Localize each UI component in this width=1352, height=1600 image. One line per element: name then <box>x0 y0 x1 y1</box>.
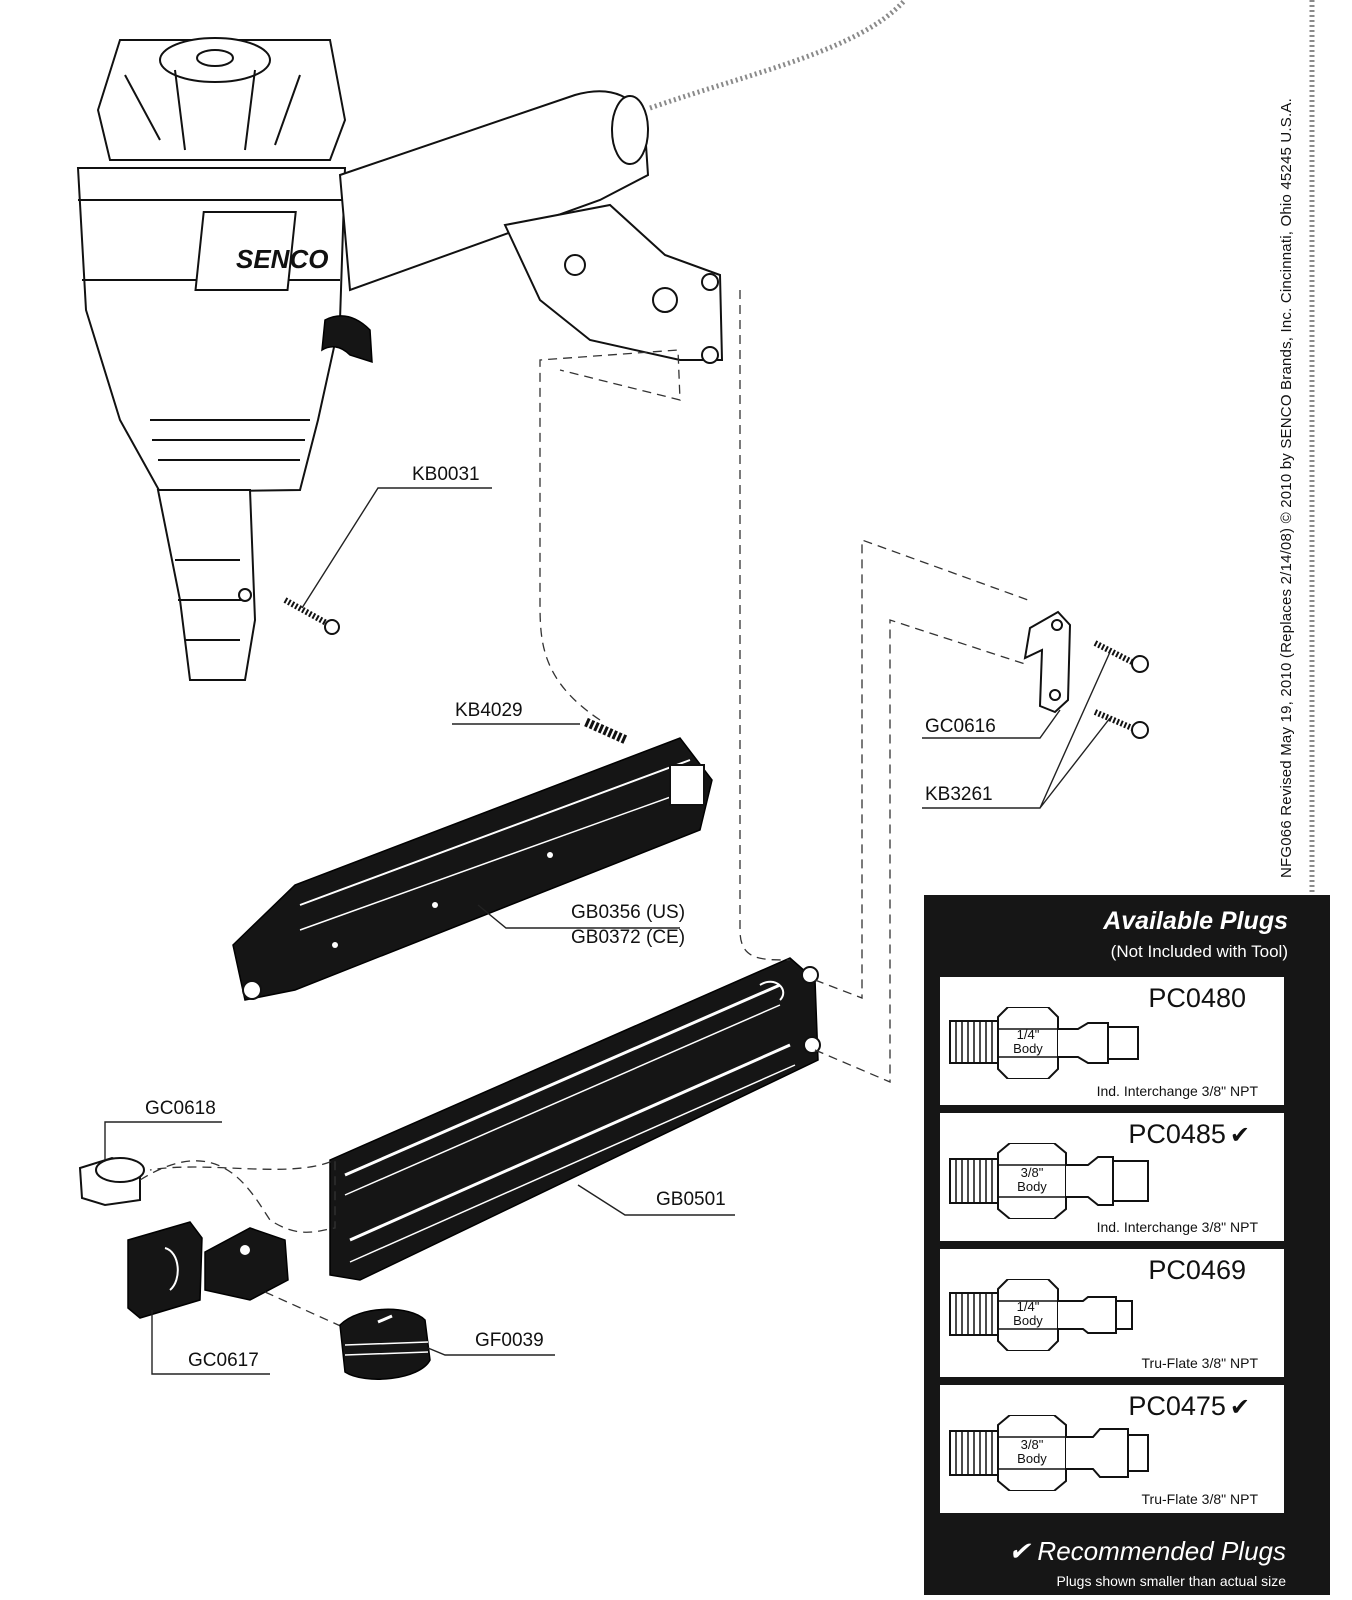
dash-gc0618 <box>139 1159 336 1233</box>
leader-gc0618 <box>104 1121 222 1160</box>
spring-kb4029 <box>584 717 628 745</box>
leader-gc0617 <box>151 1310 270 1375</box>
plugs-footnote: Plugs shown smaller than actual size <box>1056 1573 1286 1589</box>
plug-card: PC0480 1/4" Body Ind. Interchange 3/8" N… <box>940 977 1284 1105</box>
tool-head: SENCO <box>76 37 724 681</box>
cap-gf0039 <box>339 1308 431 1380</box>
plug-body-label: Body <box>1017 1179 1047 1194</box>
label-gc0617: GC0617 <box>188 1350 259 1371</box>
plug-card: PC0469 1/4" Body Tru-Flate 3/8" NPT <box>940 1249 1284 1377</box>
plug-illustration: 3/8" Body <box>949 1143 1149 1219</box>
plug-body-label: Body <box>1013 1041 1043 1056</box>
roller-gc0618 <box>78 1156 145 1207</box>
leader-gb0356 <box>477 904 680 929</box>
plug-illustration: 1/4" Body <box>949 1279 1133 1351</box>
revision-note-text: NFG066 Revised May 19, 2010 (Replaces 2/… <box>1278 98 1295 878</box>
plug-desc: Ind. Interchange 3/8" NPT <box>1096 1219 1258 1235</box>
check-icon: ✔ <box>1229 1394 1250 1421</box>
available-plugs-panel: Available Plugs (Not Included with Tool)… <box>924 895 1330 1595</box>
leader-gb0501 <box>577 1184 735 1216</box>
plug-body-size: 1/4" <box>1017 1299 1040 1314</box>
plug-code: PC0485✔ <box>1128 1119 1250 1149</box>
air-line-dots <box>649 0 907 111</box>
label-kb0031: KB0031 <box>412 464 480 485</box>
dash-gc0616-b <box>814 619 1029 1083</box>
leader-kb0031 <box>301 487 492 609</box>
plugs-title: Available Plugs <box>1103 907 1288 935</box>
dash-kb4029 <box>539 349 681 721</box>
label-gc0618: GC0618 <box>145 1098 216 1119</box>
leader-gf0039 <box>427 1347 555 1356</box>
leader-gc0616 <box>922 709 1061 739</box>
label-gb0356: GB0356 (US) <box>571 902 685 923</box>
magazine-gb0501 <box>329 957 821 1281</box>
label-gf0039: GF0039 <box>475 1330 544 1351</box>
plug-illustration: 3/8" Body <box>949 1415 1149 1491</box>
plug-code: PC0469 <box>1148 1255 1246 1285</box>
plug-body-size: 3/8" <box>1021 1437 1044 1452</box>
plug-code: PC0480 <box>1148 983 1246 1013</box>
label-kb4029: KB4029 <box>455 700 523 721</box>
plug-desc: Ind. Interchange 3/8" NPT <box>1096 1083 1258 1099</box>
plug-desc: Tru-Flate 3/8" NPT <box>1141 1491 1258 1507</box>
latch-gc0616 <box>1023 610 1149 739</box>
plug-illustration: 1/4" Body <box>949 1007 1139 1079</box>
plug-card: PC0485✔ 3/8" Body Ind. Interchange 3/8" … <box>940 1113 1284 1241</box>
recommended-plugs-label: ✔ Recommended Plugs <box>1008 1536 1286 1566</box>
plugs-subtitle: (Not Included with Tool) <box>1110 942 1288 961</box>
label-kb3261: KB3261 <box>925 784 993 805</box>
dash-gc0617 <box>264 1291 346 1329</box>
brand-logo: SENCO <box>236 244 328 274</box>
dash-main <box>739 290 791 961</box>
plug-body-label: Body <box>1013 1313 1043 1328</box>
plug-card: PC0475✔ 3/8" Body Tru-Flate 3/8" NPT <box>940 1385 1284 1513</box>
plug-body-label: Body <box>1017 1451 1047 1466</box>
screw-kb0031 <box>283 597 340 635</box>
plug-desc: Tru-Flate 3/8" NPT <box>1141 1355 1258 1371</box>
pusher-gb0356 <box>232 737 713 1001</box>
plug-code: PC0475✔ <box>1128 1391 1250 1421</box>
label-gb0501: GB0501 <box>656 1189 726 1210</box>
plug-body-size: 3/8" <box>1021 1165 1044 1180</box>
check-icon: ✔ <box>1229 1122 1250 1149</box>
label-gc0616: GC0616 <box>925 716 996 737</box>
bracket-gc0617 <box>127 1221 289 1319</box>
plug-body-size: 1/4" <box>1017 1027 1040 1042</box>
label-gb0372: GB0372 (CE) <box>571 927 685 948</box>
leader-kb3261 <box>922 651 1111 809</box>
